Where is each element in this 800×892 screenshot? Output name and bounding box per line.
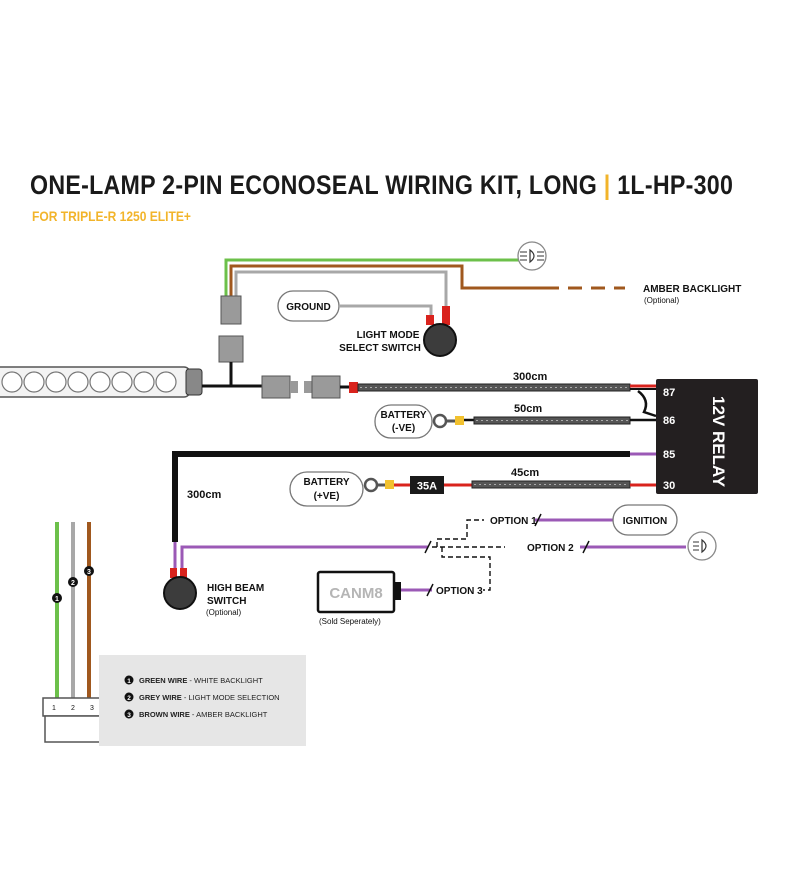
high-beam-feed xyxy=(172,451,686,572)
battery-pos-label-1: BATTERY xyxy=(303,477,349,488)
socket-pin-2: 2 xyxy=(71,705,75,712)
lamp-plug xyxy=(261,375,358,399)
ignition-callout: IGNITION xyxy=(612,504,678,536)
svg-text:GREY WIRE - LIGHT MODE SELECTI: GREY WIRE - LIGHT MODE SELECTION xyxy=(139,693,280,702)
socket-pin-1: 1 xyxy=(52,705,56,712)
wire-legend: 1 GREEN WIRE - WHITE BACKLIGHT 2 GREY WI… xyxy=(99,655,306,746)
battery-pos-label-2: (+VE) xyxy=(314,491,340,502)
legend-item-brown: 3 BROWN WIRE - AMBER BACKLIGHT xyxy=(124,709,268,719)
light-mode-label-2: SELECT SWITCH xyxy=(339,343,421,354)
high-beam-label-2: SWITCH xyxy=(207,596,246,607)
svg-text:2: 2 xyxy=(71,580,75,587)
ground-callout: GROUND xyxy=(277,290,433,322)
svg-text:2: 2 xyxy=(127,695,131,702)
canm8-label: CANM8 xyxy=(329,585,382,602)
diagram-title: ONE-LAMP 2-PIN ECONOSEAL WIRING KIT, LON… xyxy=(30,170,733,201)
socket-pin-3: 3 xyxy=(90,705,94,712)
pin-number-3: 3 xyxy=(84,566,94,576)
svg-text:1: 1 xyxy=(55,596,59,603)
cable-300-left-label: 300cm xyxy=(187,489,221,501)
pin-number-1: 1 xyxy=(52,593,62,603)
canm8-module: CANM8 xyxy=(316,570,401,614)
svg-text:BROWN WIRE - AMBER BACKLIGHT: BROWN WIRE - AMBER BACKLIGHT xyxy=(139,710,268,719)
relay-label: 12V RELAY xyxy=(709,396,728,488)
ignition-label: IGNITION xyxy=(623,516,667,527)
fuse-label: 35A xyxy=(417,481,437,493)
battery-neg-label-2: (-VE) xyxy=(392,423,415,434)
amber-optional-label: (Optional) xyxy=(644,296,679,305)
battery-positive: BATTERY (+VE) 35A xyxy=(289,471,656,507)
high-beam-label-1: HIGH BEAM xyxy=(207,583,264,594)
svg-text:1: 1 xyxy=(127,678,131,685)
pin-87-label: 87 xyxy=(663,387,675,399)
light-mode-switch xyxy=(423,306,457,357)
cable-50-label: 50cm xyxy=(514,403,542,415)
light-mode-label-1: LIGHT MODE xyxy=(357,330,420,341)
battery-negative: BATTERY (-VE) xyxy=(374,404,656,439)
svg-text:GREEN WIRE - WHITE BACKLIGHT: GREEN WIRE - WHITE BACKLIGHT xyxy=(139,676,263,685)
part-number: 1L-HP-300 xyxy=(617,170,734,200)
diagram-subtitle: FOR TRIPLE-R 1250 ELITE+ xyxy=(32,208,191,224)
option-3-label: OPTION 3 xyxy=(436,586,483,597)
relay: 87 86 85 30 12V RELAY xyxy=(656,379,758,494)
ground-label: GROUND xyxy=(286,302,330,313)
headlight-icon xyxy=(687,531,717,561)
connector-detail: 1 2 3 1 2 3 xyxy=(42,522,104,743)
legend-item-green: 1 GREEN WIRE - WHITE BACKLIGHT xyxy=(124,675,263,685)
main-harness xyxy=(357,383,657,418)
option-1-label: OPTION 1 xyxy=(490,516,537,527)
pin-85-label: 85 xyxy=(663,449,675,461)
pin-30-label: 30 xyxy=(663,480,675,492)
svg-text:3: 3 xyxy=(127,712,131,719)
backlight-lamp-icon xyxy=(517,241,547,271)
legend-item-grey: 2 GREY WIRE - LIGHT MODE SELECTION xyxy=(124,692,280,702)
option-purple-wires xyxy=(400,513,613,597)
title-main: ONE-LAMP 2-PIN ECONOSEAL WIRING KIT, LON… xyxy=(30,170,598,200)
cable-45-label: 45cm xyxy=(511,467,539,479)
top-connector xyxy=(218,295,244,363)
option-wiring xyxy=(436,519,491,591)
lamp-main-wires xyxy=(202,362,262,388)
backlight-wires xyxy=(224,258,625,308)
pin-86-label: 86 xyxy=(663,415,675,427)
high-beam-switch xyxy=(163,568,197,610)
svg-text:3: 3 xyxy=(87,569,91,576)
option-2-label: OPTION 2 xyxy=(527,543,574,554)
amber-backlight-label: AMBER BACKLIGHT xyxy=(643,284,741,295)
battery-neg-label-1: BATTERY xyxy=(380,410,426,421)
high-beam-optional: (Optional) xyxy=(206,608,241,617)
title-separator: | xyxy=(603,170,611,200)
pin-number-2: 2 xyxy=(68,577,78,587)
cable-300-top-label: 300cm xyxy=(513,371,547,383)
sold-separately-label: (Sold Seperately) xyxy=(319,617,381,626)
light-bar xyxy=(0,366,203,398)
